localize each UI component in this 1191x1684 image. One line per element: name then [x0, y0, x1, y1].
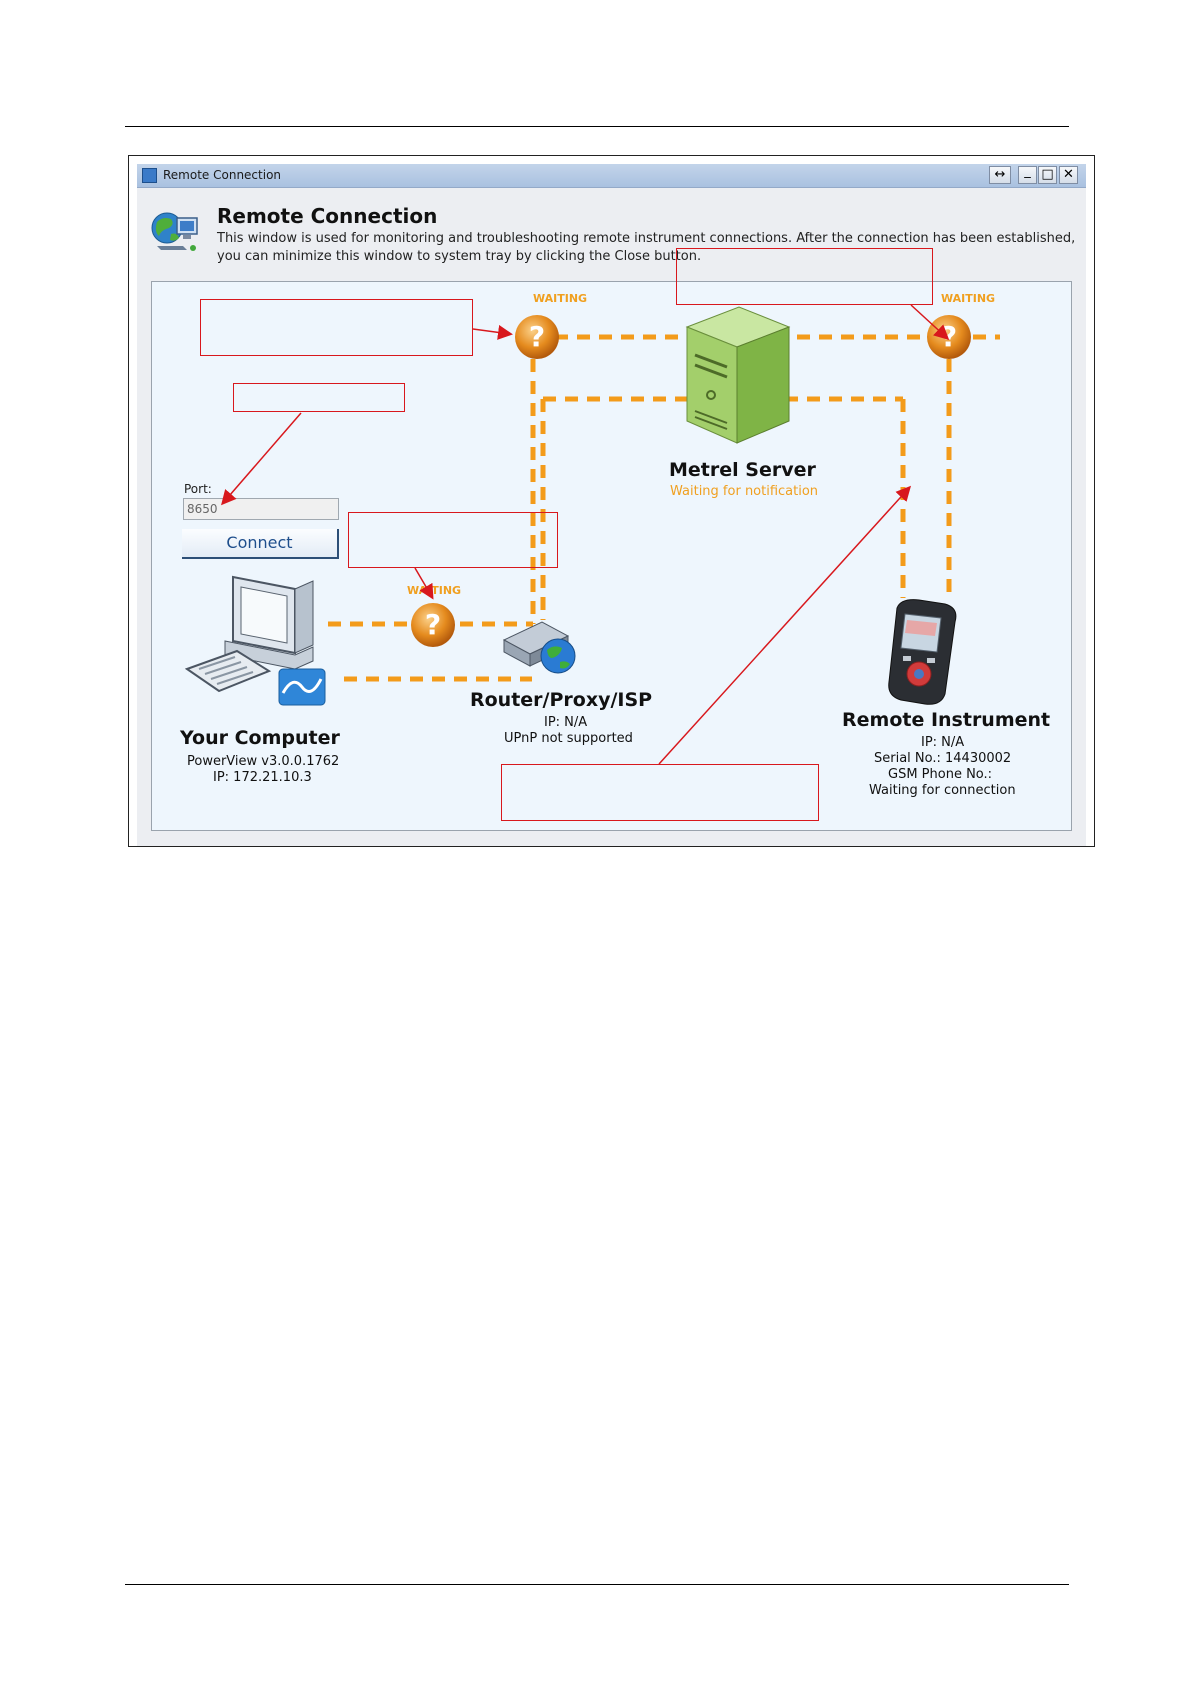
instrument-ip: IP: N/A: [921, 735, 965, 750]
router-icon: [502, 621, 576, 674]
header-description: This window is used for monitoring and t…: [217, 231, 1076, 264]
callout-box-port: [233, 383, 405, 412]
title-bar: Remote Connection ↔ _ □ ✕: [137, 164, 1086, 188]
computer-icon: [185, 575, 326, 706]
minimize-button[interactable]: _: [1018, 165, 1037, 184]
callout-box-top-left: [200, 299, 473, 356]
instrument-gsm: GSM Phone No.:: [888, 767, 993, 782]
port-input[interactable]: [183, 498, 339, 520]
network-globe-icon: [151, 212, 198, 251]
port-label: Port:: [184, 482, 212, 496]
remote-connection-window: Remote Connection ↔ _ □ ✕ Remote Connect…: [137, 164, 1086, 846]
resize-button[interactable]: ↔: [989, 166, 1011, 184]
svg-text:?: ?: [941, 320, 957, 353]
window-title: Remote Connection: [163, 168, 282, 182]
svg-text:?: ?: [425, 608, 441, 641]
connect-button[interactable]: Connect: [182, 529, 339, 559]
instrument-serial: Serial No.: 14430002: [874, 751, 1012, 766]
app-icon: [142, 168, 157, 183]
router-ip: IP: N/A: [544, 715, 588, 730]
server-name: Metrel Server: [669, 459, 816, 481]
question-icon: ?: [515, 315, 559, 359]
instrument-status: Waiting for connection: [869, 783, 1016, 798]
bottom-rule: [125, 1584, 1069, 1585]
callout-box-bottom: [501, 764, 819, 821]
router-name: Router/Proxy/ISP: [470, 689, 653, 711]
question-icon: ?: [927, 315, 971, 359]
maximize-button[interactable]: □: [1038, 166, 1057, 184]
close-button[interactable]: ✕: [1059, 166, 1078, 184]
server-status: Waiting for notification: [670, 484, 819, 499]
server-icon: [685, 306, 791, 444]
computer-version: PowerView v3.0.0.1762: [187, 754, 340, 769]
svg-text:?: ?: [529, 320, 545, 353]
instrument-icon: [888, 599, 957, 705]
status-top-left: WAITING: [533, 292, 588, 305]
router-upnp: UPnP not supported: [504, 731, 633, 746]
question-icon: ?: [411, 603, 455, 647]
header-title: Remote Connection: [217, 204, 438, 228]
computer-ip: IP: 172.21.10.3: [213, 770, 312, 785]
top-rule: [125, 126, 1069, 127]
status-bottom-mid: WAITING: [407, 584, 462, 597]
connection-diagram: WAITING ? WAITING ? WAITING ?: [151, 281, 1072, 831]
status-top-right: WAITING: [941, 292, 996, 305]
computer-name: Your Computer: [180, 727, 340, 749]
instrument-name: Remote Instrument: [842, 709, 1051, 731]
callout-box-top-right: [676, 248, 933, 305]
callout-box-middle: [348, 512, 558, 568]
